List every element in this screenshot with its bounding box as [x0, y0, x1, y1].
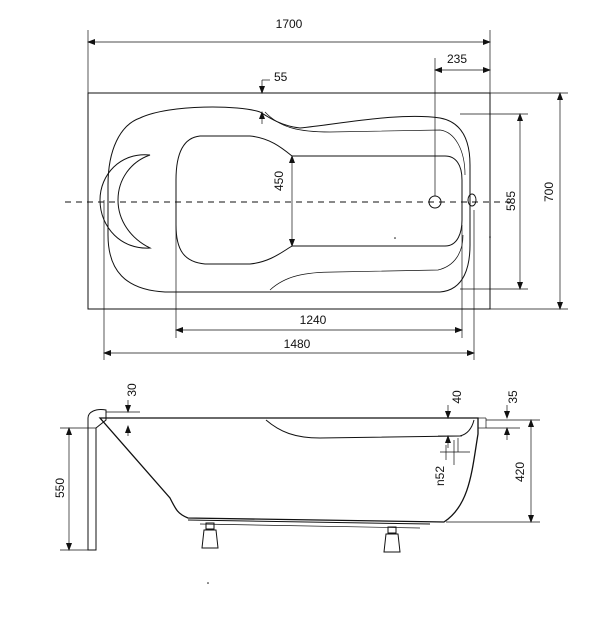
- dim-basin-width: 585: [504, 191, 518, 211]
- dim-overflow-offset: 235: [447, 52, 467, 66]
- side-tub-shell: [98, 417, 479, 523]
- dim-drain-label: n52: [433, 466, 447, 486]
- side-rim-curve: [265, 419, 475, 439]
- dim-overflow-drop: 40: [450, 390, 464, 404]
- plan-rim-contour-top: [264, 111, 466, 176]
- dim-bottom-length: 1240: [300, 313, 327, 327]
- dim-overall-width: 700: [542, 182, 556, 202]
- side-view: 30 40 35 n52 550 420: [53, 383, 540, 584]
- dim-rim-height: 35: [506, 390, 520, 404]
- dim-overall-length: 1700: [276, 17, 303, 31]
- foot-left: [201, 522, 219, 549]
- foot-right: [383, 526, 401, 553]
- overflow-icon: [467, 193, 477, 207]
- plan-rim-contour-bottom: [269, 234, 464, 291]
- dim-panel-height: 550: [53, 478, 67, 498]
- dim-inner-width: 450: [272, 171, 286, 191]
- plan-bottom-basin: [175, 135, 463, 265]
- dim-tub-depth: 420: [513, 462, 527, 482]
- side-base-frame: [187, 519, 431, 525]
- plan-headrest: [99, 154, 152, 249]
- dim-rim-thickness: 30: [125, 383, 139, 397]
- plan-basin-outline: [107, 106, 471, 293]
- dim-basin-length: 1480: [284, 337, 311, 351]
- plan-outer-rim: [87, 92, 491, 310]
- dim-rim-width: 55: [274, 70, 288, 84]
- side-support-panel: [87, 409, 107, 551]
- plan-view: 1700 235 55 450 585 700 1240 1480: [65, 17, 568, 360]
